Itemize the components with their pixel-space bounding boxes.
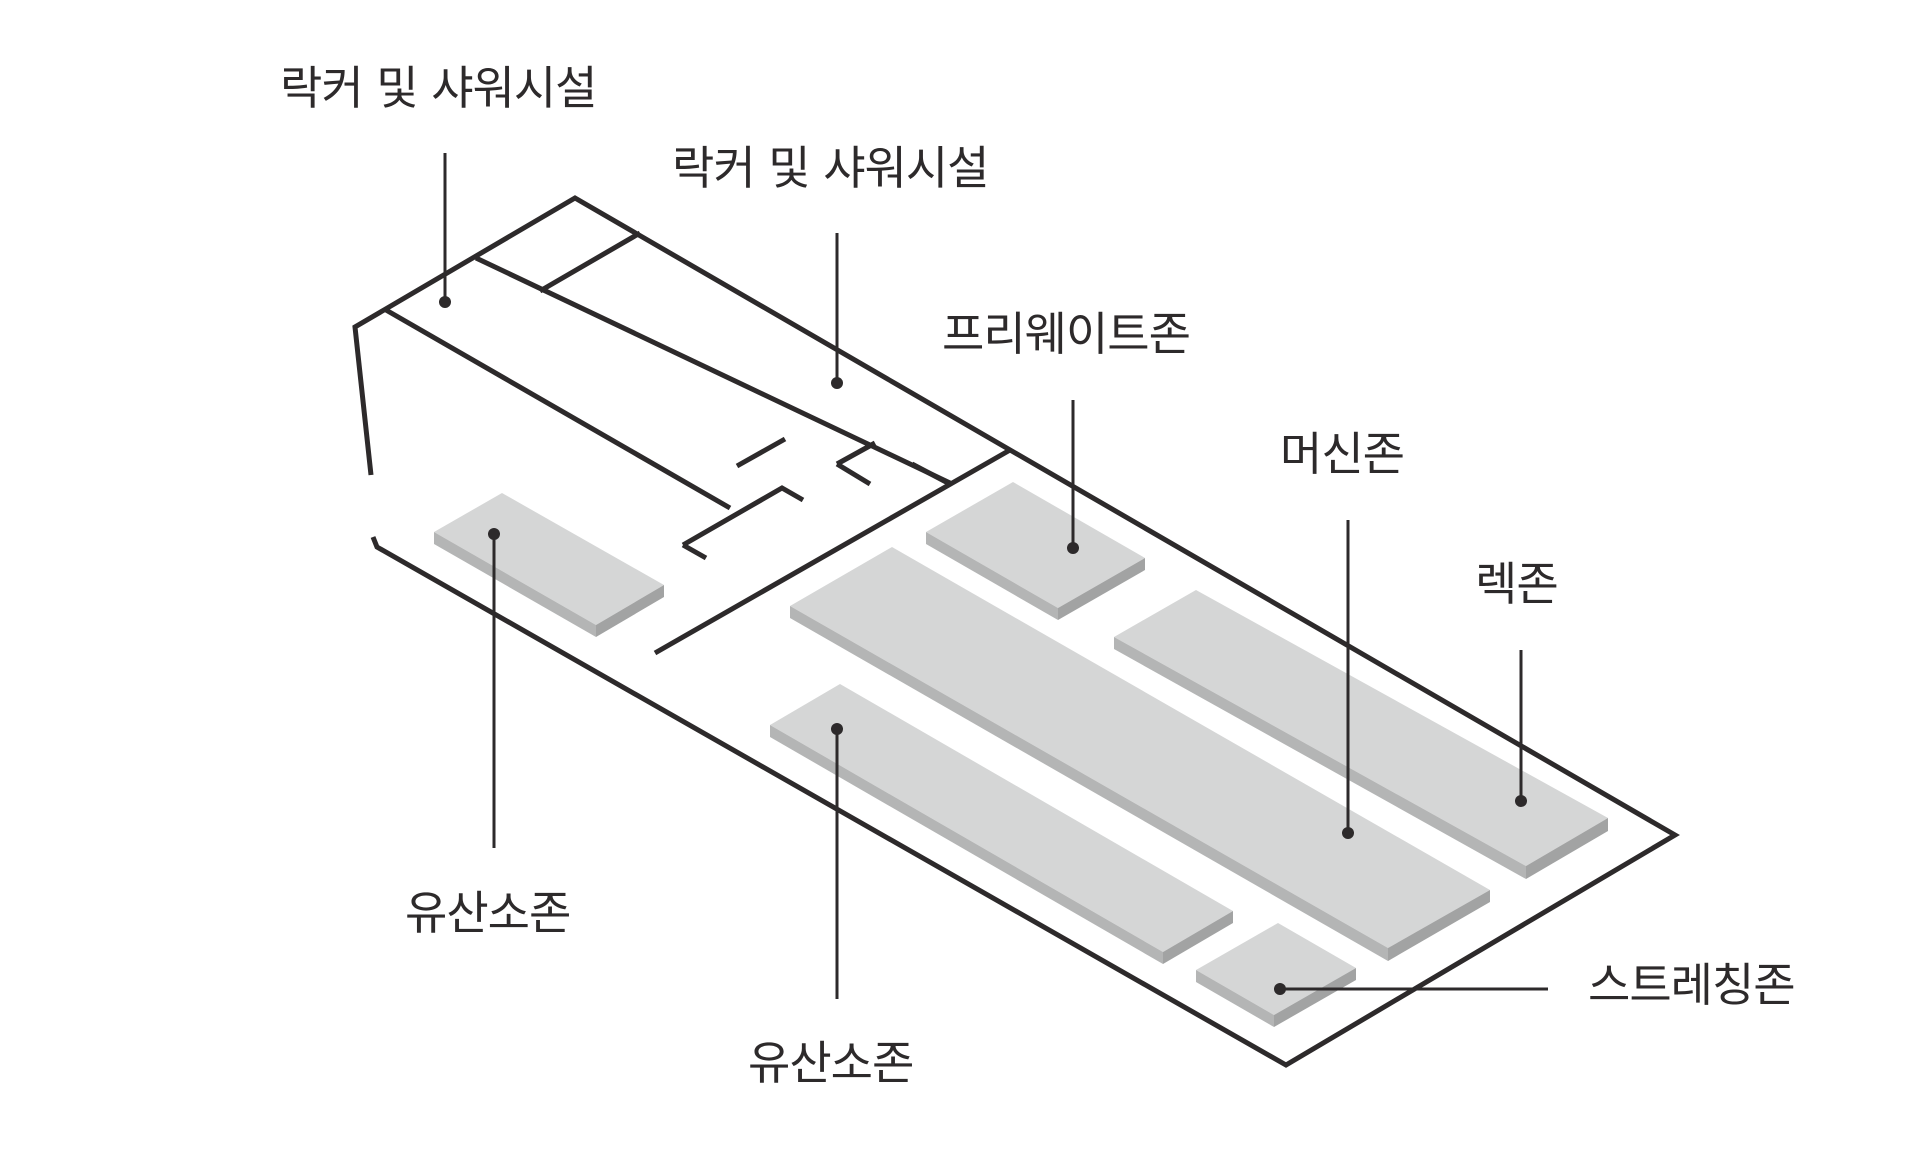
leader-dot-machine: [1342, 827, 1354, 839]
leader-dot-locker-2: [831, 377, 843, 389]
locker-inner-wall: [474, 255, 952, 486]
door-stub-1: [735, 436, 787, 469]
label-freeweight-zone: 프리웨이트존: [942, 307, 1191, 361]
label-machine-zone: 머신존: [1280, 427, 1405, 481]
door-stub-3: [910, 461, 950, 486]
door-stub-5: [681, 485, 805, 548]
door-stub-2: [835, 440, 877, 467]
leader-dot-aerobic-2: [831, 723, 843, 735]
corridor-wall: [653, 447, 1012, 656]
leader-dot-rack: [1515, 795, 1527, 807]
zone-aerobic-1-block: [434, 493, 664, 637]
outer-walls: [352, 195, 1680, 1068]
label-aerobic-zone-2: 유산소존: [748, 1036, 914, 1090]
zone-stretching-block: [1196, 923, 1356, 1027]
door-stub-4: [835, 461, 872, 487]
outer-wall-main: [352, 195, 1680, 1068]
label-locker-shower-2: 락커 및 샤워시설: [672, 141, 989, 195]
zone-freeweight-block: [926, 482, 1145, 620]
locker-partition-wall: [538, 230, 642, 294]
label-stretching-zone: 스트레칭존: [1588, 958, 1796, 1012]
zone-aerobic-2-block: [770, 684, 1233, 964]
leader-dot-stretching: [1274, 983, 1286, 995]
zone-rack-block: [1114, 590, 1608, 879]
leader-dot-locker-1: [439, 296, 451, 308]
zone-machine-block: [790, 547, 1490, 961]
door-stub-6: [681, 542, 708, 561]
interior-walls: [384, 230, 1012, 656]
locker-divider-wall: [384, 307, 732, 511]
leader-dot-freeweight: [1067, 542, 1079, 554]
label-rack-zone: 렉존: [1475, 557, 1559, 611]
leader-dot-aerobic-1: [488, 528, 500, 540]
label-locker-shower-1: 락커 및 샤워시설: [280, 61, 597, 115]
label-aerobic-zone-1: 유산소존: [405, 886, 571, 940]
leader-lines: [439, 153, 1548, 999]
